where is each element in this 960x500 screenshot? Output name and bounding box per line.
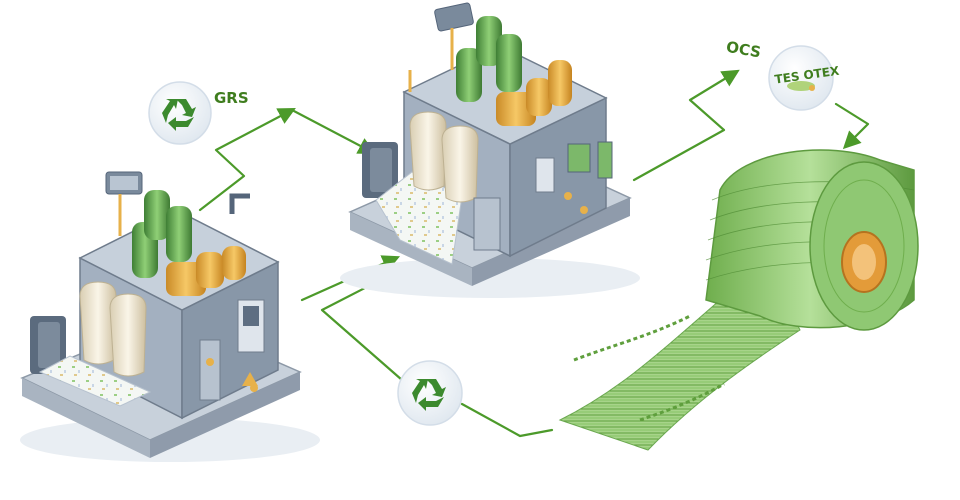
recycle-icon: [412, 379, 446, 411]
arrow-certification-to-fabric: [834, 102, 870, 150]
recycle-badge-bottom: [397, 360, 463, 426]
machine-left: [20, 171, 320, 462]
oeko-tex-certification-badge: TES OTEX OCS: [725, 38, 841, 111]
fabric-roll: [558, 149, 919, 451]
arrow-machine2-to-certification: [632, 69, 740, 182]
grs-label: GRS: [214, 89, 249, 107]
ocs-label: OCS: [725, 38, 762, 62]
machine-center: [340, 2, 640, 298]
grs-certification-badge: GRS: [148, 81, 249, 145]
recycle-icon: [162, 99, 196, 131]
oeko-tex-icon: [787, 81, 815, 91]
arrow-to-machine2-inlet: [290, 108, 376, 155]
arrow-machine1-to-machine2: [198, 107, 296, 212]
arrow-recycle-return: [460, 402, 554, 438]
